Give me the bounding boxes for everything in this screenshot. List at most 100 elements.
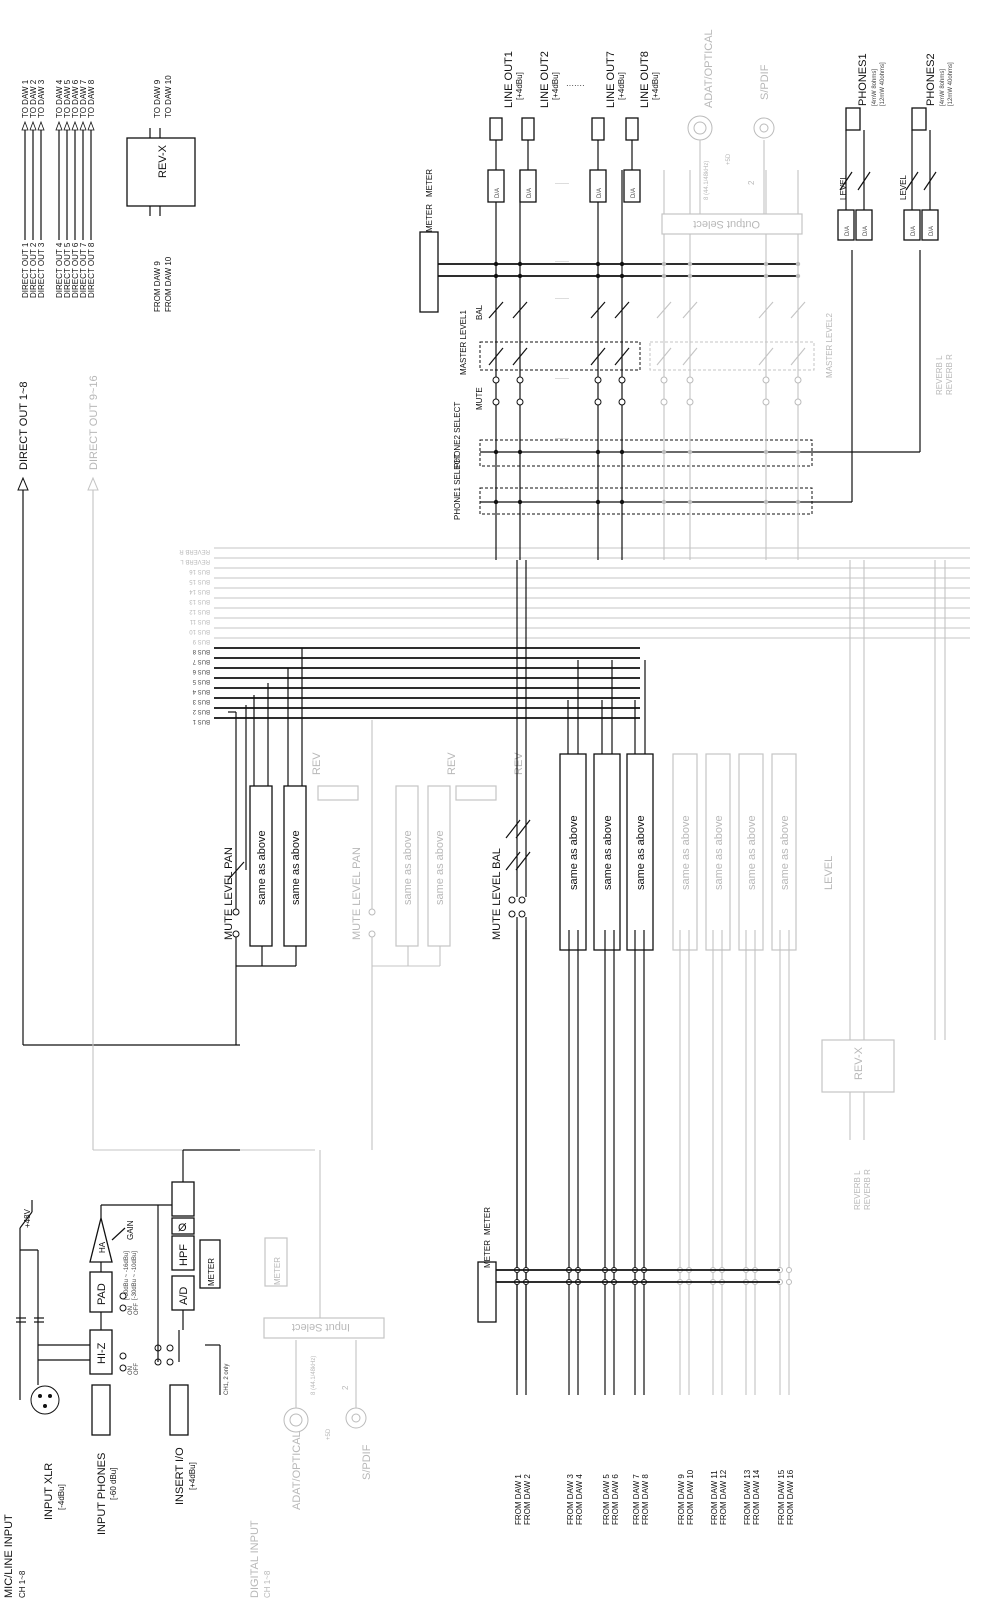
digital-input-title: DIGITAL INPUT — [249, 1520, 261, 1598]
spdif-out-label: S/PDIF — [759, 64, 771, 100]
line-out7-label: LINE OUT7 — [605, 51, 617, 108]
same-as-above-a1 — [249, 785, 273, 947]
top-meter-label2: METER — [425, 169, 434, 197]
meter-dot — [619, 261, 625, 267]
strip2-mlp-label: MUTE LEVEL PAN — [351, 847, 363, 940]
direct-out-1-8: DIRECT OUT 1~8 — [17, 381, 240, 1046]
from-daw10-top: FROM DAW 10 — [164, 256, 173, 312]
to-daw-2-label: TO DAW 2 — [29, 79, 38, 118]
direct-out-5-label: DIRECT OUT 5 — [63, 242, 72, 298]
arrow-icon — [87, 120, 95, 131]
sag-3-label: same as above — [746, 815, 758, 890]
daw-return-label-14: FROM DAW 14 — [752, 1469, 761, 1525]
insert-io-label: INSERT I/O — [174, 1447, 186, 1505]
meter-dot — [763, 273, 769, 279]
daw-return-label-10: FROM DAW 10 — [686, 1469, 695, 1525]
direct-out-4-label: DIRECT OUT 4 — [55, 242, 64, 298]
bus-label-gray: BUS 12 — [189, 608, 210, 614]
to-daw-5-label: TO DAW 5 — [63, 79, 72, 118]
daw-return-label-3: FROM DAW 3 — [566, 1474, 575, 1525]
ellipsis-mark: ······· — [555, 259, 569, 265]
digital-meter-label: METER — [273, 1257, 282, 1285]
digital-fs-text: 8 (44.1/48kHz) — [311, 1356, 317, 1395]
daw-return-label-9: FROM DAW 9 — [677, 1474, 686, 1525]
sad-2-label: same as above — [602, 815, 614, 890]
bottom-meter-label1: METER — [483, 1240, 492, 1268]
arrow-icon — [79, 120, 87, 131]
pad-range2-text: [-30dBu ~ -10dBu] — [132, 1251, 138, 1300]
phone1-select-label: PHONE1 SELECT — [453, 454, 462, 520]
revx-top-box — [126, 137, 196, 207]
reverb-l-bottom: REVERB L — [853, 1170, 862, 1210]
bal-fader-icon — [488, 301, 504, 319]
gain-label: GAIN — [126, 1220, 135, 1240]
rev2-box — [455, 785, 497, 801]
line-out1-label: LINE OUT1 — [503, 51, 515, 108]
bus-label-gray: BUS 11 — [189, 618, 210, 624]
bus-label-gray: BUS 16 — [189, 568, 210, 574]
pad-range-text: [-50dBu ~ -16dBu] — [124, 1251, 130, 1300]
daw-return-label-5: FROM DAW 5 — [602, 1474, 611, 1525]
bottom-meter-label2: METER — [483, 1207, 492, 1235]
sag-1 — [672, 753, 698, 951]
master-level1-label: MASTER LEVEL1 — [459, 310, 468, 375]
select-dot — [687, 499, 693, 505]
sag-4-label: same as above — [779, 815, 791, 890]
sad-3-label: same as above — [635, 815, 647, 890]
meter-dot — [619, 273, 625, 279]
daw-return-label-2: FROM DAW 2 — [523, 1474, 532, 1525]
da-out7-label: D/A — [597, 188, 603, 198]
mute-switch-icon — [492, 398, 500, 406]
direct-out-1-8-label: DIRECT OUT 1~8 — [18, 381, 30, 470]
line-out8-level: [+4dBu] — [651, 72, 660, 100]
input-phones-label: INPUT PHONES — [96, 1453, 108, 1535]
mic-line-input-title: MIC/LINE INPUT — [3, 1514, 15, 1598]
mute-switch-icon — [594, 398, 602, 406]
direct-out-1-label: DIRECT OUT 1 — [21, 242, 30, 298]
sad-2 — [593, 753, 621, 951]
fader-icon — [614, 347, 630, 366]
line-out-jack-icon — [591, 117, 605, 141]
line-out-jack-icon — [489, 117, 503, 141]
direct-out-9-16-label: DIRECT OUT 9~16 — [88, 375, 100, 470]
bal-fader-icon — [512, 301, 528, 319]
mute-switch-icon — [594, 376, 602, 384]
bus-label-gray: BUS 9 — [192, 638, 210, 644]
ph2-da-a-label: D/A — [911, 226, 917, 236]
da-out2-label: D/A — [527, 188, 533, 198]
direct-out-7-label: DIRECT OUT 7 — [79, 242, 88, 298]
daw-return-label-4: FROM DAW 4 — [575, 1474, 584, 1525]
master-level2-label: MASTER LEVEL2 — [825, 313, 834, 378]
daw-return-label-12: FROM DAW 12 — [719, 1469, 728, 1525]
sad-3 — [626, 753, 654, 951]
insert-io-level: [+4dBu] — [188, 1462, 197, 1490]
digital-input-section: DIGITAL INPUT CH 1~8 ADAT/OPTICAL S/PDIF… — [249, 1150, 385, 1598]
phones2-jack-icon — [911, 107, 927, 131]
to-daw10-top: TO DAW 10 — [164, 75, 173, 118]
phone1-select-box — [479, 487, 813, 515]
line-out7-level: [+4dBu] — [617, 72, 626, 100]
to-daw-8-label: TO DAW 8 — [87, 79, 96, 118]
meter-dot — [795, 261, 801, 267]
hpf-box — [171, 1235, 195, 1271]
to-daw-4-label: TO DAW 4 — [55, 79, 64, 118]
phones1-level-label: LEVEL — [839, 175, 848, 200]
ad-label: A/D — [178, 1287, 190, 1305]
input-meter-label: METER — [207, 1258, 216, 1286]
ha-amplifier-icon — [89, 1217, 113, 1263]
bal-fader-icon — [656, 301, 672, 319]
reverb-level-label: LEVEL — [823, 856, 835, 890]
bal-fader-icon — [590, 301, 606, 319]
rev2-label: REV — [446, 752, 458, 775]
meter-dot — [595, 273, 601, 279]
revx-main-label: REV-X — [853, 1046, 865, 1080]
hiz-label: HI-Z — [96, 1342, 108, 1364]
daw-return-label-15: FROM DAW 15 — [777, 1469, 786, 1525]
line-out2-level: [+4dBu] — [551, 72, 560, 100]
same-a1-label: same as above — [256, 830, 268, 905]
line-out8-label: LINE OUT8 — [639, 51, 651, 108]
meter-dot — [661, 261, 667, 267]
phones1-label: PHONES1 — [857, 53, 869, 106]
input-xlr-label: INPUT XLR — [43, 1463, 55, 1520]
select-dot — [619, 449, 625, 455]
